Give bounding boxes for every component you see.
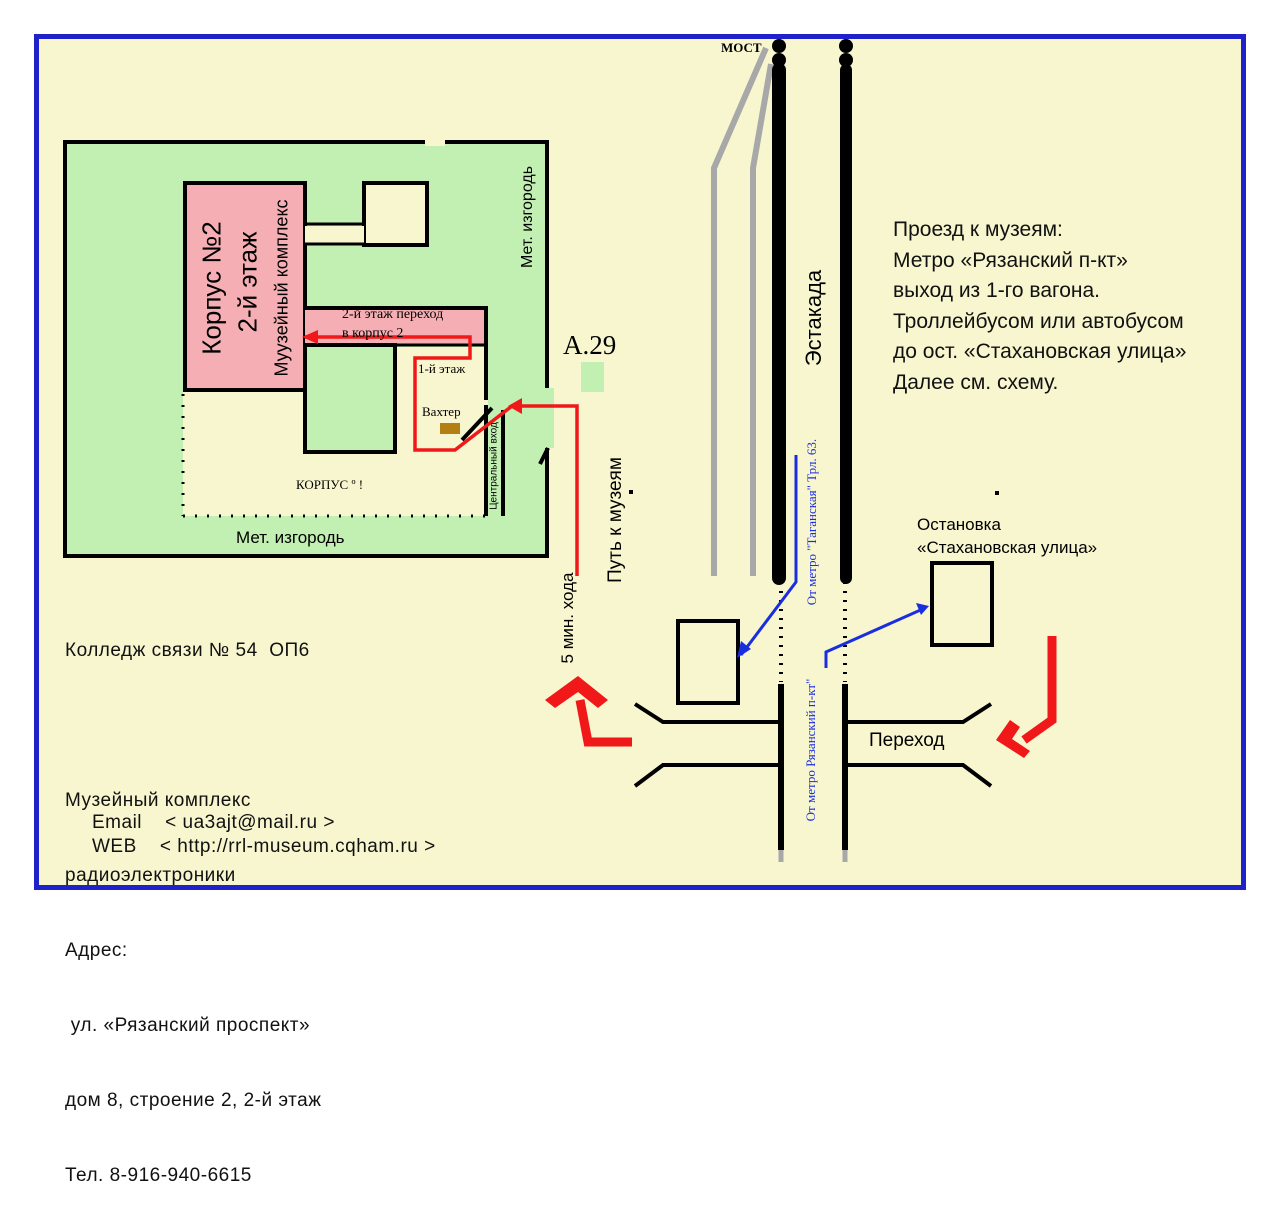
bus-stop-label: Остановка [917,515,1001,534]
contact-info: Колледж связи № 54 ОП6 Музейный комплекс… [65,588,321,1213]
small-annex [362,181,429,247]
museum-name-line1: Музейный комплекс [65,790,251,811]
crossing-lower-right [845,763,993,788]
route-taganskaya-label: От метро "Таганская" Трл. 63. [804,438,819,606]
bus-stop-name: «Стахановская улица» [917,538,1098,557]
first-floor-label: 1-й этаж [418,361,466,376]
crossing-upper-left [633,702,781,724]
building-outline [305,306,488,400]
building2-title: Корпус №2 [196,221,227,355]
tram-line-left [711,46,769,576]
address-street: ул. «Рязанский проспект» [65,1015,311,1036]
site-map [63,39,1057,862]
directions-line: Проезд к музеям: [893,218,1063,241]
bridge-pillar [839,39,853,53]
walk-time-label: 5 мин. хода [558,572,577,664]
bus-stop-shelter-right [930,561,994,647]
directions-line: выход из 1-го вагона. [893,279,1100,302]
route-arrow-passage [302,330,318,344]
right-fence-gap [542,388,554,448]
directions-line: Далее см. схему. [893,370,1059,394]
red-arrow-stop-right-head [996,720,1030,758]
bus-stop-shelter-left [676,619,740,705]
red-arrow-stop-right [1021,636,1057,744]
crossing-upper-right [845,702,993,724]
directions-line: Троллейбусом или автобусом [893,309,1184,333]
route-inside [305,335,579,576]
map-mark [629,490,633,494]
directions-line: до ост. «Стахановская улица» [893,340,1187,363]
address-label: Адрес: [65,940,128,961]
bridge-pillar [839,53,853,67]
building2 [183,181,307,392]
blue-arrow-ryazansky [916,603,929,615]
museum-complex-label: Муузейный комплекс [271,199,292,377]
address-building: дом 8, строение 2, 2-й этаж [65,1090,322,1111]
crossing-label: Переход [869,730,945,751]
red-arrow-crossing-left-head [545,676,608,708]
bridge-pillar [772,53,786,67]
website[interactable]: WEB < http://rrl-museum.cqham.ru > [92,836,436,857]
walk-path-label: Путь к музеям [605,457,626,583]
directions-block: Проезд к музеям: Метро «Рязанский п-кт» … [893,215,1186,398]
building-a29-label: А.29 [563,330,617,360]
phone: Тел. 8-916-940-6615 [65,1165,252,1186]
crossing-lower-left [633,763,781,788]
college-name: Колледж связи № 54 ОП6 [65,640,310,661]
email[interactable]: Email < ua3ajt@mail.ru > [92,812,335,833]
tram-line-right [750,63,774,576]
guard-desk [440,423,460,434]
route-arrow-entrance [508,398,522,414]
passage-label: 2-й этаж переход [342,307,444,322]
passage-label-2: в корпус 2 [342,326,404,341]
map-mark [995,491,999,495]
grounds-gap [425,136,445,146]
central-entrance-label: Центральный вход [488,422,500,510]
right-fence-gate [538,447,550,465]
guard-label: Вахтер [422,404,461,419]
blue-route-ryazansky [824,606,926,668]
museum-name-line2: радиоэлектроники [65,865,236,886]
directions-line: Метро «Рязанский п-кт» [893,248,1128,272]
inner-courtyard [303,343,397,454]
route-ryazansky-label: От метро Рязанский п-кт" [803,678,818,822]
overpass-label: Эстакада [801,269,826,367]
bridge-pillar [772,39,786,53]
building2-floor: 2-й этаж [232,231,263,333]
connector [305,226,364,243]
blue-route-taganskaya [739,455,798,656]
fence-label-bottom: Мет. изгородь [236,528,345,547]
fence-label-right: Мет. изгородь [519,165,536,269]
building1-label: КОРПУС º ! [296,477,364,492]
building-a29 [581,362,604,392]
bridge-label: МОСТ [721,40,762,55]
passage-block [305,308,486,345]
blue-arrow-taganskaya [737,641,751,658]
red-arrow-crossing-left [575,699,632,747]
entrance-door [460,406,494,442]
spacer [65,713,321,738]
